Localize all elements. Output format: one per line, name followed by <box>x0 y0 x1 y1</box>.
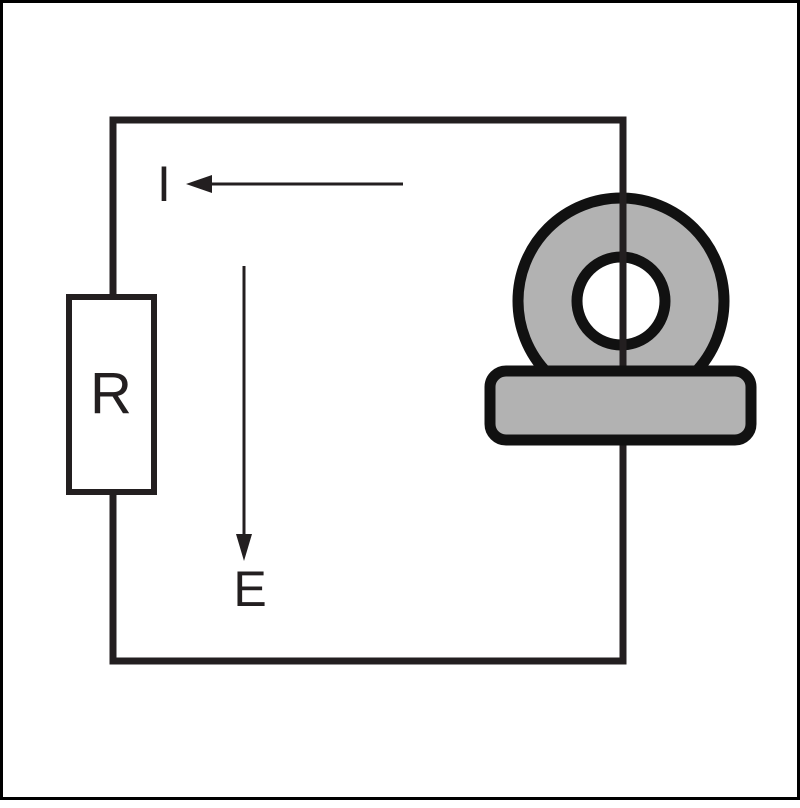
emf-arrow-head <box>236 534 252 561</box>
toroid-base <box>484 365 757 446</box>
emf-label: E <box>233 561 266 617</box>
resistor-label: R <box>90 361 132 426</box>
current-label: I <box>157 156 171 212</box>
circuit-diagram: R I E <box>66 116 757 665</box>
current-arrow-head <box>186 175 212 193</box>
resistor-body <box>66 294 157 495</box>
